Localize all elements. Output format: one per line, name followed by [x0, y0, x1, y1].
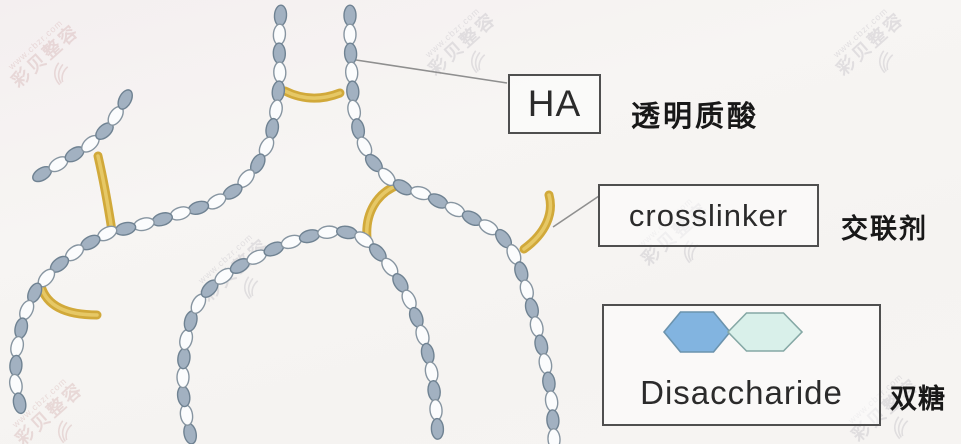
ha-chain-left: [8, 4, 288, 415]
crosslinker-pendant-right: [519, 190, 555, 254]
crosslinker-curve-middle: [362, 180, 403, 243]
crosslinker-pendant-bottom-left: [36, 281, 102, 320]
crosslinker-label: crosslinker: [628, 197, 789, 233]
crosslinker-bar-top: [280, 86, 345, 103]
crosslinker-label-box: crosslinker: [598, 184, 819, 247]
ha-chinese-label: 透明质酸: [631, 101, 760, 133]
disaccharide-label-box: Disaccharide: [602, 304, 881, 426]
crosslinker-bar-left: [93, 151, 117, 236]
disaccharide-chinese-label: 双糖: [890, 384, 946, 414]
crosslinker-chinese-label: 交联剂: [841, 214, 928, 244]
disaccharide-label: Disaccharide: [640, 374, 843, 411]
light-sugar-hexagon-icon: [726, 312, 804, 352]
disaccharide-hexagons: [662, 311, 804, 353]
ha-chain-right-diagonal: [343, 4, 561, 444]
ha-label: HA: [527, 83, 582, 124]
blue-sugar-hexagon-icon: [662, 311, 732, 353]
ha-pointer-line: [355, 59, 508, 84]
crosslinker-pointer-line: [552, 195, 600, 228]
ha-label-box: HA: [508, 74, 601, 134]
ha-chain-arch: [176, 225, 445, 444]
ha-chain-top-left: [32, 89, 133, 183]
